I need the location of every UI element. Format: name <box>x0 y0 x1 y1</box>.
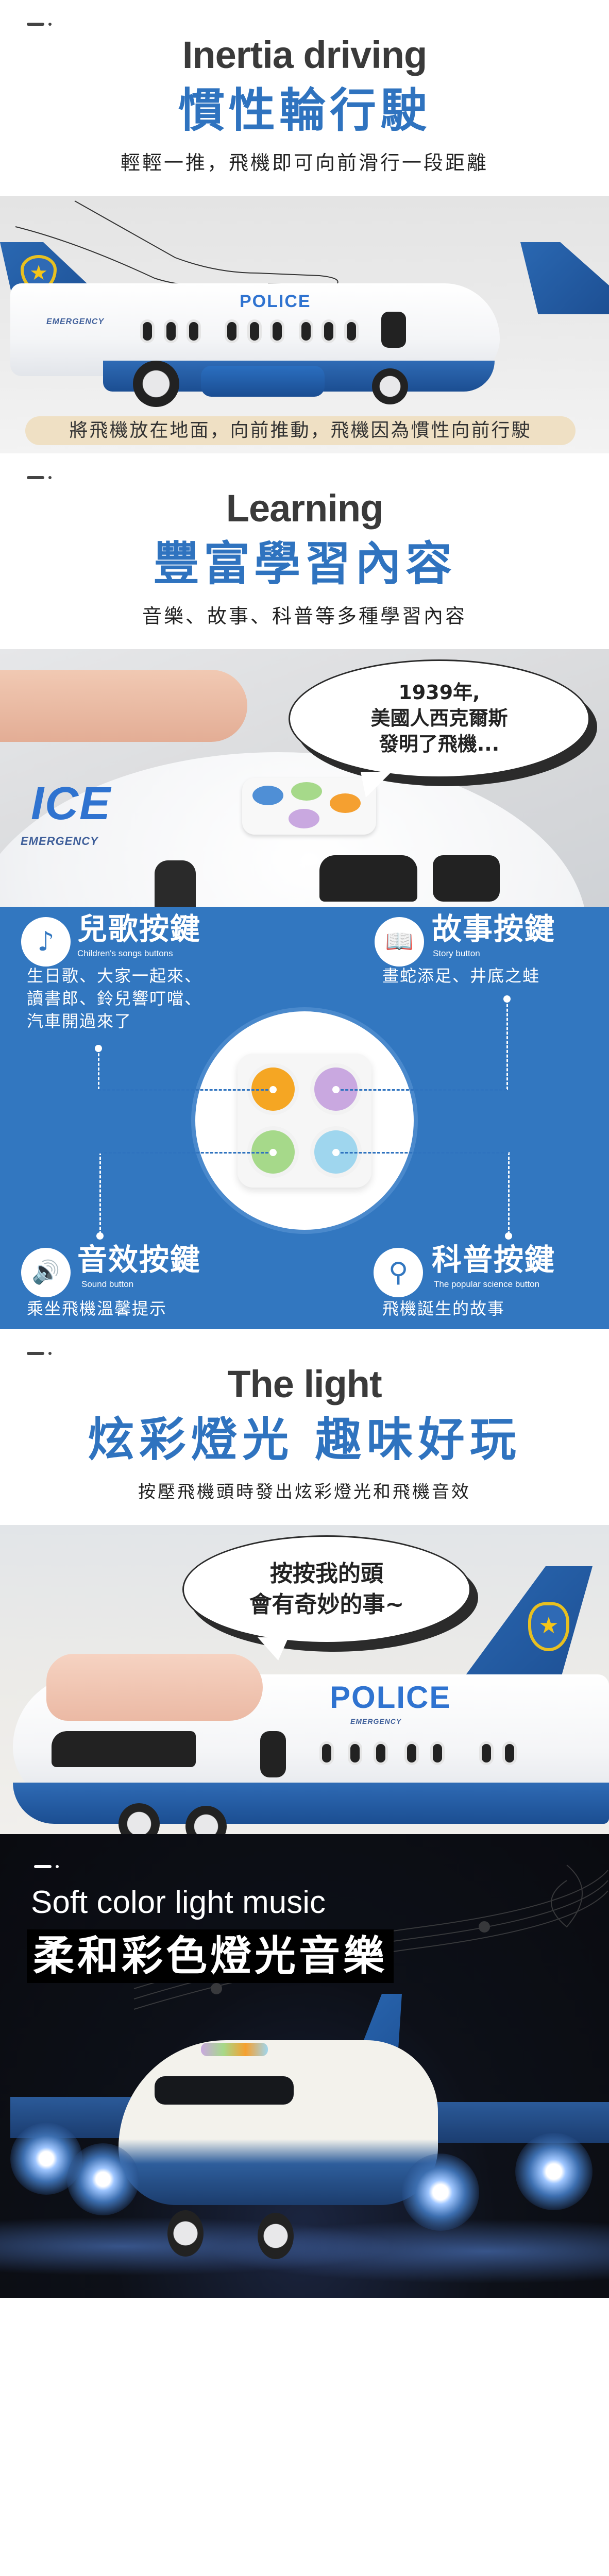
finger-hand <box>0 670 247 742</box>
plane-wheel <box>119 1803 160 1834</box>
section-marker <box>27 23 53 26</box>
section-title-zh: 炫彩燈光 趣味好玩 <box>88 1413 521 1467</box>
open-book-icon: 📖 <box>375 917 424 967</box>
plane-emergency-label: EMERGENCY <box>21 835 98 848</box>
inertia-header: Inertia driving 慣性輪行駛 輕輕一推，飛機即可向前滑行一段距離 <box>0 0 609 196</box>
section-title-en: Inertia driving <box>182 33 427 76</box>
plane-wheel <box>133 361 179 407</box>
orange-button <box>330 793 361 813</box>
connector-dot <box>95 1045 102 1052</box>
connector-dot <box>332 1086 340 1093</box>
cockpit-window <box>52 1731 196 1767</box>
songs-description: 生日歌、大家一起來、 讀書郎、鈴兒響叮噹、 汽車開過來了 <box>27 966 202 1031</box>
science-description: 飛機誕生的故事 <box>382 1299 505 1318</box>
purple-button <box>289 809 319 828</box>
police-badge-icon: ★ <box>528 1602 569 1651</box>
plane-police-label: ICE <box>31 778 112 829</box>
light-photo: ★ POLICE EMERGENCY 按按我的頭 會有奇妙的事~ <box>0 1525 609 1834</box>
songs-title-en: Children's songs buttons <box>77 948 173 958</box>
plane-wheel <box>258 2213 294 2259</box>
plane-tail <box>459 1566 593 1685</box>
science-title-en: The popular science button <box>434 1279 540 1289</box>
section-marker <box>27 476 53 479</box>
speech-bubble-tail <box>258 1637 289 1660</box>
section-title-zh: 柔和彩色燈光音樂 <box>27 1929 394 1983</box>
plane-door <box>381 312 406 348</box>
sound-title-en: Sound button <box>81 1279 134 1289</box>
connector-line <box>99 1152 101 1234</box>
section-title-en: Soft color light music <box>31 1885 326 1920</box>
inertia-photo: ★ POLICE EMERGENCY 將飛機放在地面，向前推動，飛機因為慣性向前… <box>0 196 609 453</box>
green-button <box>291 782 322 801</box>
connector-dot <box>269 1149 277 1156</box>
magnifier-icon: ⚲ <box>374 1248 423 1297</box>
section-title-zh: 慣性輪行駛 <box>178 83 431 138</box>
plane-emergency-label: EMERGENCY <box>46 317 105 326</box>
plane-wheel <box>372 368 408 404</box>
section-title-en: Learning <box>226 487 383 530</box>
learning-photo: ICE EMERGENCY 1939年, 美國人西克爾斯 發明了飛機... <box>0 649 609 907</box>
buttons-infographic: ♪ 兒歌按鍵 Children's songs buttons 生日歌、大家一起… <box>0 907 609 1329</box>
plane-wheel <box>167 2210 204 2257</box>
section-title-en: The light <box>227 1363 382 1405</box>
sound-description: 乘坐飛機溫馨提示 <box>27 1299 167 1318</box>
cockpit-window <box>433 855 500 902</box>
story-button[interactable] <box>310 1063 362 1115</box>
connector-line <box>506 999 508 1090</box>
connector-dot <box>503 995 511 1003</box>
plane-door <box>155 860 196 907</box>
connector-line <box>98 1089 273 1091</box>
speech-bubble: 按按我的頭 會有奇妙的事~ <box>182 1535 471 1643</box>
plane-fuselage <box>119 2040 438 2205</box>
engine-light <box>402 2154 479 2231</box>
speech-bubble-tail <box>361 772 392 798</box>
section-title-zh: 豐富學習內容 <box>153 537 456 591</box>
story-title-en: Story button <box>433 948 480 958</box>
plane-engine <box>201 366 325 397</box>
sound-title: 音效按鍵 <box>77 1242 201 1277</box>
connector-line <box>336 1089 507 1091</box>
connector-line <box>99 1152 273 1154</box>
button-panel <box>201 2043 268 2056</box>
songs-title: 兒歌按鍵 <box>77 911 201 946</box>
connector-dot <box>332 1149 340 1156</box>
connector-dot <box>96 1232 104 1240</box>
blue-button <box>252 786 283 805</box>
science-title: 科普按鍵 <box>432 1242 556 1277</box>
section-subtitle: 音樂、故事、科普等多種學習內容 <box>142 605 467 628</box>
plane-belly <box>13 1783 609 1824</box>
cockpit-window <box>319 855 417 902</box>
learning-header: Learning 豐富學習內容 音樂、故事、科普等多種學習內容 <box>0 453 609 649</box>
speaker-icon: 🔊 <box>21 1248 71 1297</box>
section-marker <box>27 1352 53 1355</box>
music-note-icon: ♪ <box>21 917 71 967</box>
music-photo: Soft color light music 柔和彩色燈光音樂 <box>0 1834 609 2298</box>
section-subtitle: 按壓飛機頭時發出炫彩燈光和飛機音效 <box>138 1482 471 1502</box>
connector-line <box>508 1152 510 1234</box>
section-marker <box>34 1865 60 1868</box>
speech-bubble: 1939年, 美國人西克爾斯 發明了飛機... <box>289 659 590 778</box>
plane-door <box>260 1731 286 1777</box>
plane-emergency-label: EMERGENCY <box>350 1717 402 1725</box>
cockpit-window <box>155 2076 294 2105</box>
plane-police-label: POLICE <box>240 292 311 311</box>
caption-pill: 將飛機放在地面，向前推動，飛機因為慣性向前行駛 <box>25 416 576 445</box>
section-subtitle: 輕輕一推，飛機即可向前滑行一段距離 <box>120 151 488 174</box>
story-description: 畫蛇添足、井底之蛙 <box>382 966 540 986</box>
light-header: The light 炫彩燈光 趣味好玩 按壓飛機頭時發出炫彩燈光和飛機音效 <box>0 1329 609 1525</box>
connector-line <box>336 1152 509 1154</box>
connector-dot <box>269 1086 277 1093</box>
engine-light <box>67 2143 139 2215</box>
connector-dot <box>505 1232 512 1240</box>
engine-light <box>515 2133 593 2210</box>
plane-police-label: POLICE <box>330 1680 451 1715</box>
child-hand <box>46 1654 263 1721</box>
story-title: 故事按鍵 <box>432 911 556 946</box>
connector-line <box>98 1048 99 1090</box>
